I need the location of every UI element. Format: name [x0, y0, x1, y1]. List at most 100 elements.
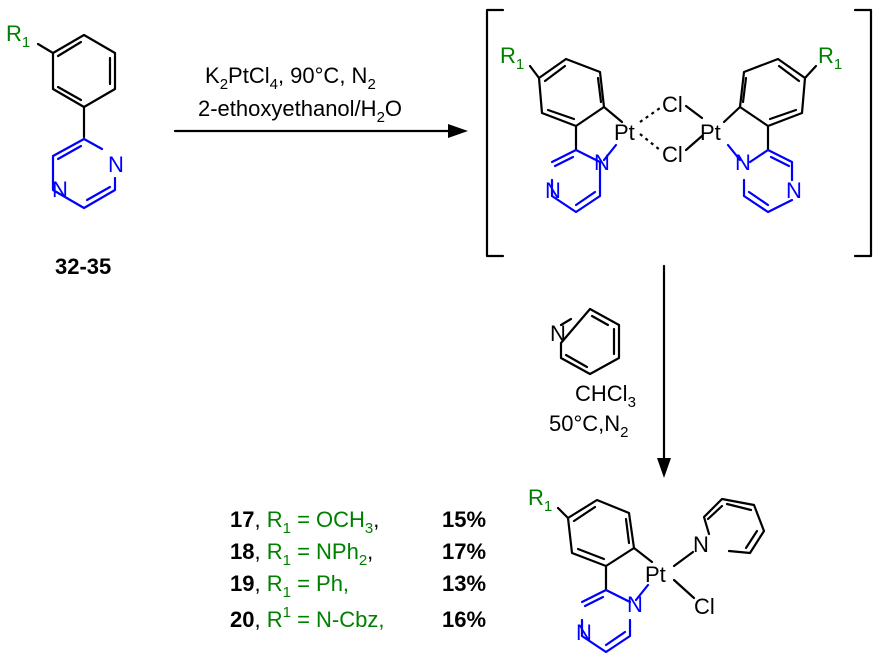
pyrazine-bond — [748, 148, 770, 164]
r1-bond — [556, 506, 570, 520]
step2-arrow: N CHCl3 50°C,N2 — [549, 264, 671, 478]
c-pt-bond — [602, 105, 624, 124]
result-yield: 15% — [442, 507, 486, 532]
n-ring: N — [576, 620, 592, 645]
cl-bridge-bottom: Cl — [662, 142, 683, 167]
c-pt-bond — [632, 546, 654, 564]
pyrazine-double-bond — [604, 630, 627, 647]
result-row: 17, R1 = OCH3, — [230, 507, 379, 537]
pyridine-n: N — [693, 532, 709, 557]
pyridine-reagent-ring — [559, 307, 621, 376]
result-yield: 17% — [442, 539, 486, 564]
n-pt-bond — [634, 583, 650, 602]
pyrazine-bond — [550, 148, 578, 164]
pt-center: Pt — [645, 562, 666, 587]
ring-double-bond — [741, 76, 748, 104]
pyrazine-double-bond — [747, 190, 770, 207]
step1-solvent: 2-ethoxyethanol/H2O — [198, 96, 402, 126]
r1-bond — [528, 64, 541, 80]
pt-cl-bond — [672, 578, 696, 600]
pt-cl-dative — [639, 107, 661, 123]
right-aryl-ring — [738, 57, 807, 128]
ring-double-bond — [543, 64, 567, 83]
benzene-ring — [51, 33, 117, 109]
compound-number: 19 — [230, 571, 254, 596]
starting-material: R1 N N 32-35 — [6, 21, 124, 279]
cl-bridge-top: Cl — [662, 92, 683, 117]
pyrazine-double-bond — [56, 144, 83, 161]
arrow-head — [657, 458, 671, 478]
pyrazine-n-label: N — [52, 177, 68, 202]
r1-bond — [36, 42, 55, 55]
ring-double-bond — [596, 76, 603, 104]
c-pt-bond — [722, 105, 742, 124]
pyrazine-ring — [51, 137, 117, 210]
compound-number: 17 — [230, 507, 254, 532]
right-bracket — [853, 8, 873, 258]
pyridine-double-bond — [744, 529, 759, 550]
dimer-intermediate: R1 N N Pt Pt Cl Cl R1 — [485, 8, 873, 258]
result-yield: 16% — [442, 607, 486, 632]
pt-cl-bond — [684, 104, 704, 120]
compound-number: 20 — [230, 607, 254, 632]
result-row: 18, R1 = NPh2, — [230, 539, 373, 569]
n-pt-bond — [602, 143, 618, 162]
step2-conditions: 50°C,N2 — [549, 411, 629, 441]
ring-double-bond — [56, 40, 83, 58]
left-bracket — [485, 8, 505, 258]
results-list: 17, R1 = OCH3, 15% 18, R1 = NPh2, 17% 19… — [230, 507, 486, 632]
ring-double-bond — [624, 517, 631, 545]
pyrazine-double-bond — [583, 595, 605, 608]
pyrazine-bond — [580, 588, 608, 604]
compound-label: 32-35 — [55, 254, 111, 279]
r1-label-right: R1 — [818, 43, 842, 73]
n-coord-right: N — [735, 150, 751, 175]
ring-double-bond — [572, 505, 597, 523]
r1-label-left: R1 — [500, 43, 524, 73]
pyridine-bond — [559, 317, 573, 327]
pt-cl-bond — [684, 134, 704, 152]
pyrazine-bond — [604, 588, 632, 604]
arrow-head — [448, 124, 468, 138]
pt-right: Pt — [700, 120, 721, 145]
cl-ligand: Cl — [694, 594, 715, 619]
left-aryl-ring — [537, 57, 606, 128]
pyridine-double-bond — [564, 353, 589, 369]
product-aryl-ring — [566, 498, 636, 568]
n-coord: N — [627, 592, 643, 617]
ring-double-bond — [576, 547, 606, 561]
pyridine-double-bond — [590, 314, 610, 327]
pyridine-double-bond — [725, 502, 753, 512]
pyridine-double-bond — [706, 504, 724, 521]
ring-double-bond — [56, 85, 83, 102]
pyrazine-double-bond — [769, 155, 791, 168]
pt-left: Pt — [614, 120, 635, 145]
pyridine-n: N — [550, 321, 566, 346]
n-pt-bond — [726, 143, 742, 162]
result-row: 20, R1 = N-Cbz, — [230, 604, 384, 632]
product: R1 N N Pt Cl N — [528, 485, 766, 654]
result-row: 19, R1 = Ph, — [230, 571, 349, 601]
step1-reagents: K2PtCl4, 90°C, N2 — [205, 63, 376, 93]
pyrazine-double-bond — [553, 155, 575, 168]
right-pyrazine-ring — [742, 178, 794, 214]
product-pyrazine-ring — [580, 618, 632, 654]
pt-cl-dative — [639, 133, 661, 151]
ring-double-bond — [546, 108, 576, 121]
pyridine-ligand-ring — [702, 497, 766, 555]
ring-double-bond — [768, 108, 798, 121]
pyrazine-double-bond — [574, 190, 597, 207]
r1-label: R1 — [6, 21, 30, 51]
step1-arrow: K2PtCl4, 90°C, N2 2-ethoxyethanol/H2O — [173, 63, 468, 138]
n-ring-right: N — [786, 178, 802, 203]
compound-number: 18 — [230, 539, 254, 564]
r1-bond — [803, 64, 818, 80]
result-yield: 13% — [442, 571, 486, 596]
n-ring-left: N — [545, 178, 561, 203]
pt-n-bond — [672, 550, 695, 568]
ring-double-bond — [777, 64, 801, 83]
left-pyrazine-ring — [550, 148, 602, 214]
step2-solvent: CHCl3 — [575, 381, 636, 411]
n-coord-left: N — [594, 150, 610, 175]
